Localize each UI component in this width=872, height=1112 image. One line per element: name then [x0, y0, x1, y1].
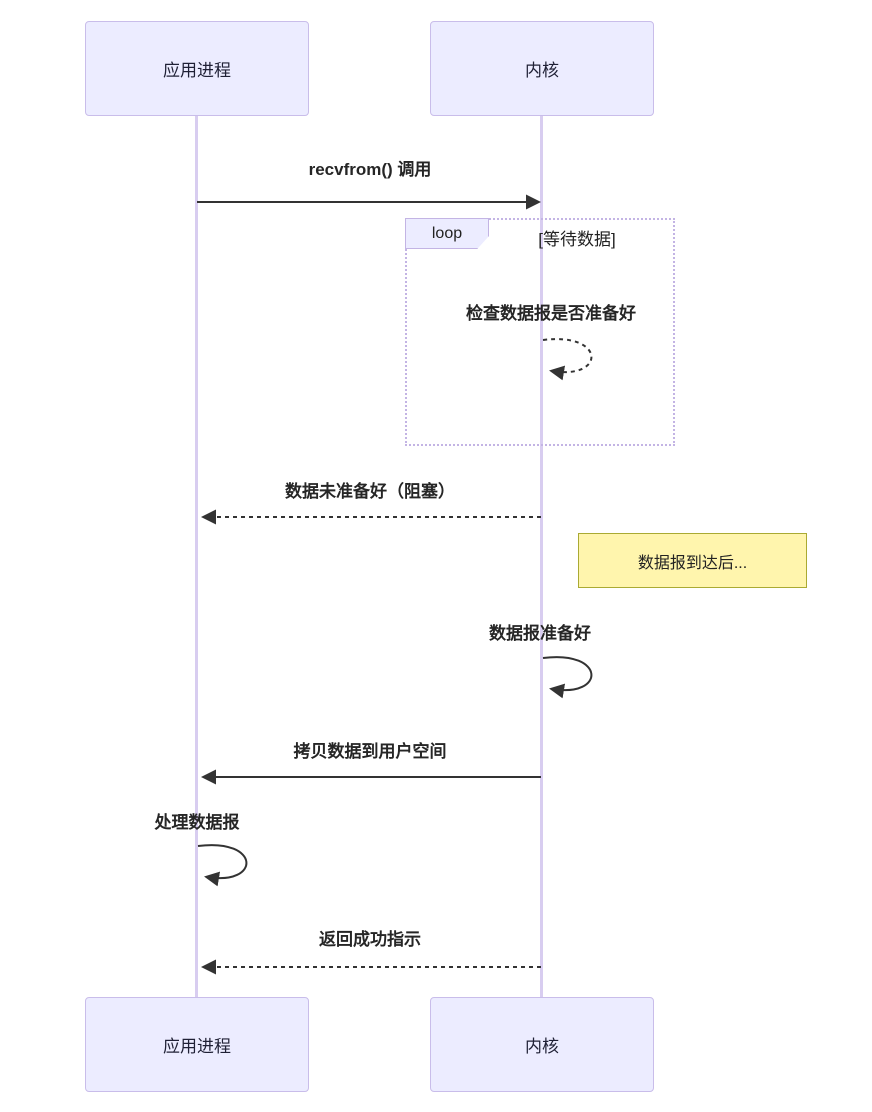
loop-label: loop: [431, 224, 463, 242]
actor-kernel-top: 内核: [430, 21, 654, 116]
message-return-success: 返回成功指示: [319, 930, 421, 949]
note-text: 数据报到达后...: [637, 554, 748, 572]
message-recvfrom-call: recvfrom() 调用: [308, 160, 432, 179]
actor-app-top: 应用进程: [85, 21, 309, 116]
note-datagram-arrival: 数据报到达后...: [578, 533, 807, 588]
actor-kernel-bottom-label: 内核: [525, 1037, 559, 1056]
actor-kernel-bottom: 内核: [430, 997, 654, 1092]
message-copy-data: 拷贝数据到用户空间: [293, 742, 447, 761]
loop-label-tab: loop: [405, 218, 489, 249]
lifeline-app: [195, 114, 198, 998]
actor-app-bottom-label: 应用进程: [163, 1037, 231, 1056]
arrow-process-datagram-self-loop: [197, 844, 248, 887]
message-process-datagram: 处理数据报: [154, 813, 240, 832]
actor-app-top-label: 应用进程: [163, 61, 231, 80]
lifeline-kernel: [540, 114, 543, 998]
message-datagram-ready: 数据报准备好: [489, 624, 591, 643]
arrow-datagram-ready-self-loop: [542, 656, 593, 699]
message-check-datagram: 检查数据报是否准备好: [466, 304, 636, 323]
actor-app-bottom: 应用进程: [85, 997, 309, 1092]
loop-condition: [等待数据]: [538, 230, 616, 249]
loop-frame: [405, 218, 675, 446]
message-data-not-ready: 数据未准备好（阻塞）: [285, 482, 455, 501]
actor-kernel-top-label: 内核: [525, 61, 559, 80]
